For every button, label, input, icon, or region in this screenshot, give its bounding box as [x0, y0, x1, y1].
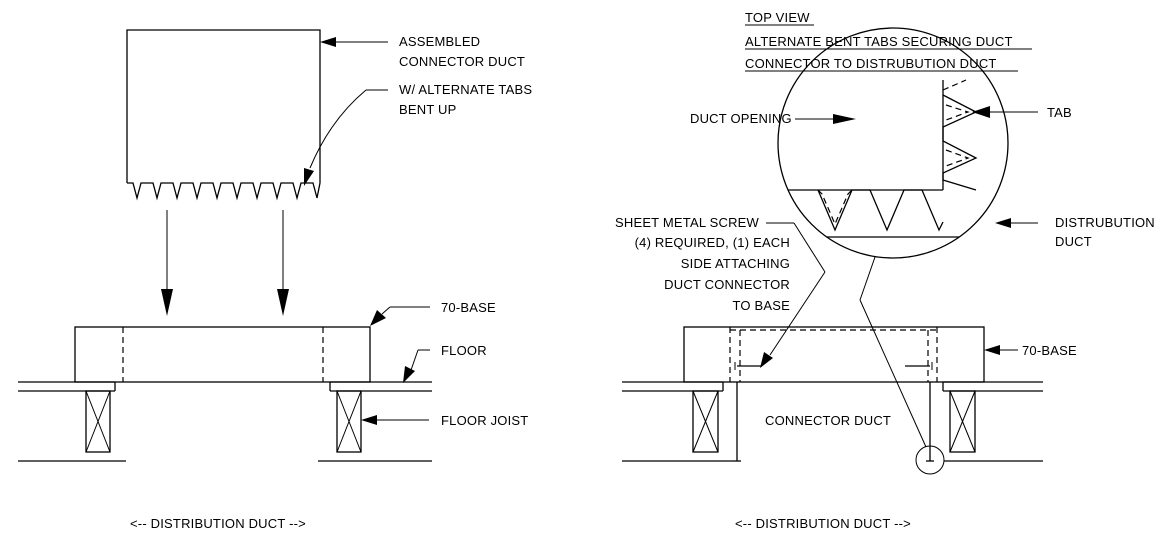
right-joist-1 [692, 390, 719, 453]
left-joist-2 [336, 390, 362, 453]
right-tabs [942, 94, 978, 191]
right-distribution-label: <-- DISTRIBUTION DUCT --> [735, 516, 911, 531]
right-floor [622, 381, 1043, 392]
left-floor-leader [403, 349, 430, 383]
left-base-label: 70-BASE [441, 300, 496, 315]
duct-opening-label: DUCT OPENING [690, 111, 792, 126]
top-view-title: TOP VIEW [745, 10, 810, 25]
left-base [74, 326, 371, 383]
duct-opening-leader [795, 114, 856, 124]
right-base-leader [984, 345, 1018, 355]
sheet-metal-screw-right [905, 362, 933, 370]
assembled-label-line1: ASSEMBLED [399, 34, 480, 49]
screw-label-line2: (4) REQUIRED, (1) EACH [635, 235, 790, 250]
left-distribution-label: <-- DISTRIBUTION DUCT --> [130, 516, 306, 531]
bottom-tabs [817, 189, 944, 232]
insert-arrows [161, 210, 289, 316]
screw-leader [760, 222, 826, 368]
screw-label-line3: SIDE ATTACHING [681, 256, 790, 271]
right-base-label: 70-BASE [1022, 343, 1077, 358]
bent-tabs-zigzag [127, 182, 321, 201]
screw-label-line1: SHEET METAL SCREW [615, 215, 760, 230]
left-base-leader [370, 306, 430, 326]
right-joist-2 [949, 390, 976, 453]
distrubution-duct-label-line1: DISTRUBUTION [1055, 215, 1155, 230]
top-view-subtitle-line1: ALTERNATE BENT TABS SECURING DUCT [745, 34, 1013, 49]
screw-label-line4: DUCT CONNECTOR [664, 277, 790, 292]
right-elevation-view: TOP VIEW ALTERNATE BENT TABS SECURING DU… [615, 10, 1155, 531]
right-base [683, 326, 985, 383]
tab-label: TAB [1047, 105, 1072, 120]
assembled-leader [320, 37, 388, 47]
left-floor-label: FLOOR [441, 343, 487, 358]
detail-callout-circle [915, 445, 945, 475]
assembled-label-line2: CONNECTOR DUCT [399, 54, 525, 69]
left-floor [18, 381, 432, 392]
sheet-metal-screw-left [734, 362, 762, 370]
distrubution-duct-leader [995, 218, 1038, 228]
screw-label-line5: TO BASE [732, 298, 790, 313]
distrubution-duct-label-line2: DUCT [1055, 234, 1092, 249]
tabs-label-line1: W/ ALTERNATE TABS [399, 82, 532, 97]
connector-duct-label: CONNECTOR DUCT [765, 413, 891, 428]
tabs-label-line2: BENT UP [399, 102, 457, 117]
left-elevation-view: ASSEMBLED CONNECTOR DUCT W/ ALTERNATE TA… [18, 29, 532, 531]
assembled-connector-duct [126, 29, 321, 201]
floor-joist-label: FLOOR JOIST [441, 413, 528, 428]
top-view-subtitle-line2: CONNECTOR TO DISTRUBUTION DUCT [745, 56, 997, 71]
left-joist-1 [85, 390, 111, 453]
joist-leader [361, 415, 429, 425]
tabs-leader [304, 89, 388, 186]
tab-leader [972, 106, 1038, 118]
